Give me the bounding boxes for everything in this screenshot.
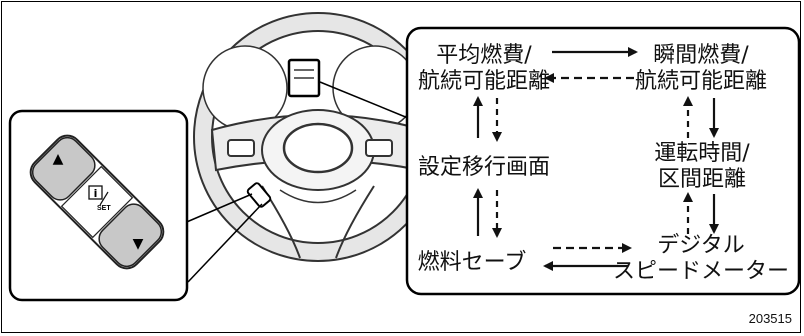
switch-zoom-panel (8, 109, 189, 302)
figure-code: 203515 (749, 311, 792, 326)
down-button[interactable] (94, 199, 166, 271)
switch-leader-line-2 (187, 203, 263, 283)
display-leader-line (319, 81, 409, 119)
up-arrow-icon: ▲ (53, 151, 64, 167)
info-icon-box (88, 185, 103, 200)
steering-wheel-illustration (193, 12, 443, 262)
wheel-switch-location (246, 182, 272, 208)
mode-flow-panel (405, 26, 801, 296)
down-arrow-icon: ▼ (133, 236, 144, 252)
inst-fuel-label-2: 航続可能距離 (635, 69, 767, 94)
inst-fuel-label-1: 瞬間燃費/ (653, 43, 749, 68)
avg-fuel-label-1: 平均燃費/ (436, 43, 532, 68)
drive-time-label-1: 運転時間/ (654, 141, 750, 166)
switch-leader-line-1 (181, 193, 253, 225)
info-set-button[interactable] (60, 165, 134, 239)
info-set-divider (99, 191, 109, 206)
digital-label-2: スピードメーター (613, 259, 789, 284)
fuel-save-label: 燃料セーブ (418, 250, 527, 275)
set-label: SET (97, 205, 111, 212)
avg-fuel-label-2: 航続可能距離 (418, 69, 550, 94)
digital-label-1: デジタル (657, 233, 745, 258)
info-icon: i (94, 187, 98, 200)
up-button[interactable] (28, 133, 100, 205)
settings-label: 設定移行画面 (418, 155, 550, 180)
drive-time-label-2: 区間距離 (658, 167, 746, 192)
